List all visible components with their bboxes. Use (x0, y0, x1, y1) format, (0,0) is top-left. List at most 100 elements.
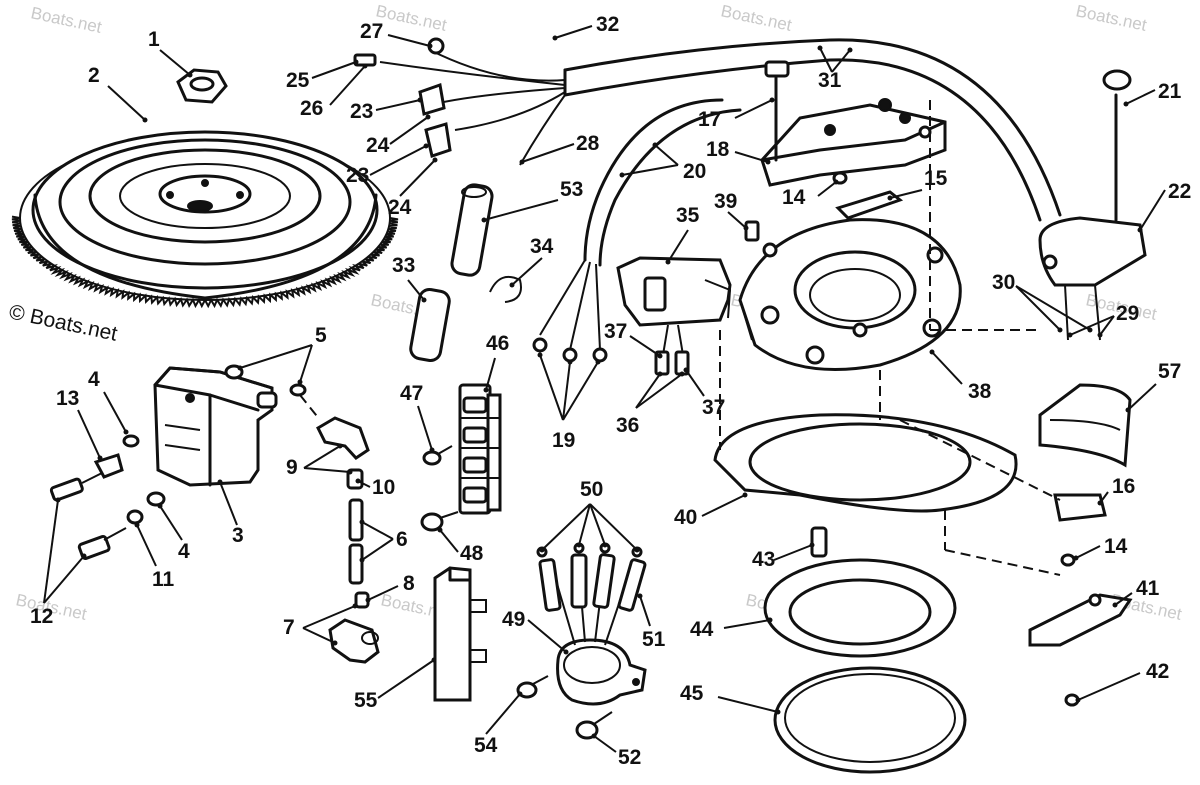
callout-leader-tip (619, 172, 625, 178)
callout-number-9: 9 (286, 456, 298, 479)
callout-number-49: 49 (502, 608, 525, 631)
callout-number-40: 40 (674, 506, 697, 529)
callout-number-3: 3 (232, 524, 244, 547)
callout-leader-tip (679, 371, 685, 377)
callout-leader-tip (237, 365, 243, 371)
callout-number-14b: 14 (1104, 535, 1128, 558)
callout-leader-tip (217, 479, 223, 485)
callout-leader-tip (595, 359, 601, 365)
callout-leader-line (107, 85, 146, 121)
callout-leader-line (136, 524, 157, 567)
callout-leader-tip (1097, 500, 1103, 506)
callout-number-18: 18 (706, 138, 730, 161)
callout-number-1: 1 (148, 28, 160, 51)
coil-hardware (49, 364, 321, 560)
callout-leader-line (299, 344, 313, 383)
callout-leader-line (554, 25, 593, 39)
callout-leader-tip (431, 657, 437, 663)
callout-leader-line (817, 181, 837, 197)
callout-number-38: 38 (968, 380, 992, 403)
callout-leader-tip (97, 455, 103, 461)
callout-leader-tip (417, 97, 423, 103)
callout-leader-tip (483, 387, 489, 393)
callout-leader-tip (425, 114, 431, 120)
callout-number-44: 44 (690, 618, 714, 641)
callout-number-12: 12 (30, 605, 53, 628)
callout-leader-tip (634, 547, 640, 553)
wire-harness (353, 37, 1062, 363)
callout-leader-line (819, 47, 833, 73)
callout-number-43: 43 (752, 548, 775, 571)
callout-leader-line (302, 627, 336, 644)
callout-leader-line (667, 229, 689, 263)
callout-leader-tip (767, 617, 773, 623)
retainer-clip (744, 171, 904, 242)
callout-leader-line (311, 61, 357, 79)
callout-number-15: 15 (924, 167, 948, 190)
callout-number-57: 57 (1158, 360, 1181, 383)
callout-leader-tip (552, 35, 558, 41)
flywheel-ring-gear-teeth (11, 215, 399, 309)
callout-number-48: 48 (460, 542, 484, 565)
callout-leader-line (1127, 383, 1157, 411)
callout-leader-tip (359, 519, 365, 525)
callout-leader-line (527, 619, 567, 653)
callout-leader-line (589, 503, 606, 546)
callout-leader-tip (142, 117, 148, 123)
callout-leader-tip (509, 282, 515, 288)
callout-number-10: 10 (372, 476, 395, 499)
watermark: Boats.net (1074, 1, 1148, 35)
alignment-lines (719, 100, 1061, 576)
callout-leader-tip (297, 379, 303, 385)
callout-leader-tip (355, 478, 361, 484)
callout-leader-tip (519, 159, 525, 165)
callout-leader-line (621, 164, 679, 176)
watermark: Boats.net (374, 1, 448, 35)
callout-number-7: 7 (283, 616, 295, 639)
callout-leader-tip (81, 553, 87, 559)
armature-plate (738, 218, 962, 371)
callout-number-26: 26 (300, 97, 323, 120)
callout-leader-line (485, 693, 521, 735)
callout-number-11: 11 (152, 568, 175, 591)
callout-leader-tip (55, 497, 61, 503)
callout-leader-line (639, 595, 651, 627)
callout-leader-line (303, 467, 351, 473)
callout-leader-tip (1125, 407, 1131, 413)
callout-number-30: 30 (992, 271, 1015, 294)
callout-leader-line (562, 361, 599, 421)
callout-leader-line (77, 409, 101, 459)
callout-leader-line (562, 361, 571, 421)
callout-leader-line (701, 494, 746, 517)
terminal-block (420, 383, 502, 532)
callout-number-28: 28 (576, 132, 600, 155)
callout-leader-tip (817, 45, 823, 51)
callout-leader-tip (683, 367, 689, 373)
callout-leader-line (1015, 285, 1061, 331)
callout-leader-line (399, 159, 436, 197)
callout-leader-line (831, 49, 851, 73)
callout-number-2: 2 (88, 64, 100, 87)
callout-leader-line (43, 499, 59, 604)
callout-leader-line (1077, 672, 1141, 701)
callout-leader-tip (332, 640, 338, 646)
callout-leader-tip (665, 259, 671, 265)
callout-leader-tip (1097, 332, 1103, 338)
rectifier (516, 542, 647, 740)
callout-leader-tip (1087, 327, 1093, 333)
callout-leader-line (483, 199, 559, 221)
callout-leader-tip (637, 593, 643, 599)
ignition-coil (153, 366, 278, 487)
callout-leader-tip (187, 72, 193, 78)
callout-number-32: 32 (596, 13, 619, 36)
callout-leader-line (685, 369, 705, 397)
gasket-plate (713, 413, 1018, 513)
callout-leader-tip (427, 43, 433, 49)
callout-leader-tip (591, 733, 597, 739)
callout-leader-tip (809, 542, 815, 548)
callout-leader-tip (429, 447, 435, 453)
callout-leader-tip (1075, 697, 1081, 703)
callout-number-53: 53 (560, 178, 583, 201)
callout-number-25: 25 (286, 69, 310, 92)
